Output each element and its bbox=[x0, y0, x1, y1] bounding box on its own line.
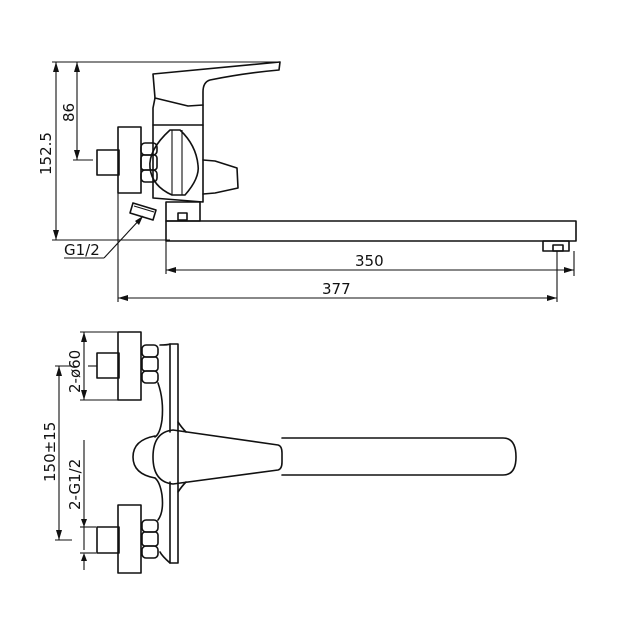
dimension-overall-length: 377 bbox=[117, 193, 558, 302]
dimension-label-150-15: 150±15 bbox=[41, 422, 59, 482]
dimension-escutcheon-diameter: 2-ø60 bbox=[66, 331, 118, 401]
dimension-outlet-thread: G1/2 bbox=[64, 215, 144, 259]
dimension-inlet-distance: 150±15 bbox=[41, 365, 72, 541]
dimension-label-377: 377 bbox=[322, 280, 351, 298]
side-view: 152.5 86 bbox=[37, 61, 577, 302]
spout-side bbox=[165, 220, 577, 252]
mixer-body-front bbox=[154, 343, 187, 564]
dimension-total-height: 152.5 bbox=[37, 61, 280, 241]
dimension-label-2-o60: 2-ø60 bbox=[66, 350, 84, 393]
dimension-label-350: 350 bbox=[355, 252, 384, 270]
front-view: 2-ø60 150±15 2-G1/2 bbox=[41, 331, 517, 574]
dimension-label-g1-2: G1/2 bbox=[64, 241, 100, 259]
dimension-handle-height: 86 bbox=[60, 62, 93, 161]
inlet-fitting-upper bbox=[88, 331, 159, 401]
inlet-fitting-side bbox=[96, 126, 158, 194]
dimension-label-152-5: 152.5 bbox=[37, 132, 55, 175]
mixer-body-side bbox=[149, 61, 281, 222]
dimension-label-86: 86 bbox=[60, 103, 78, 122]
lever-handle-front bbox=[132, 429, 517, 485]
dimension-label-2-g1-2: 2-G1/2 bbox=[66, 459, 84, 510]
inlet-fitting-lower bbox=[96, 504, 159, 574]
dimension-spout-length: 350 bbox=[165, 241, 575, 276]
shower-outlet-side bbox=[129, 202, 157, 221]
dimension-inlet-thread: 2-G1/2 bbox=[66, 440, 96, 570]
